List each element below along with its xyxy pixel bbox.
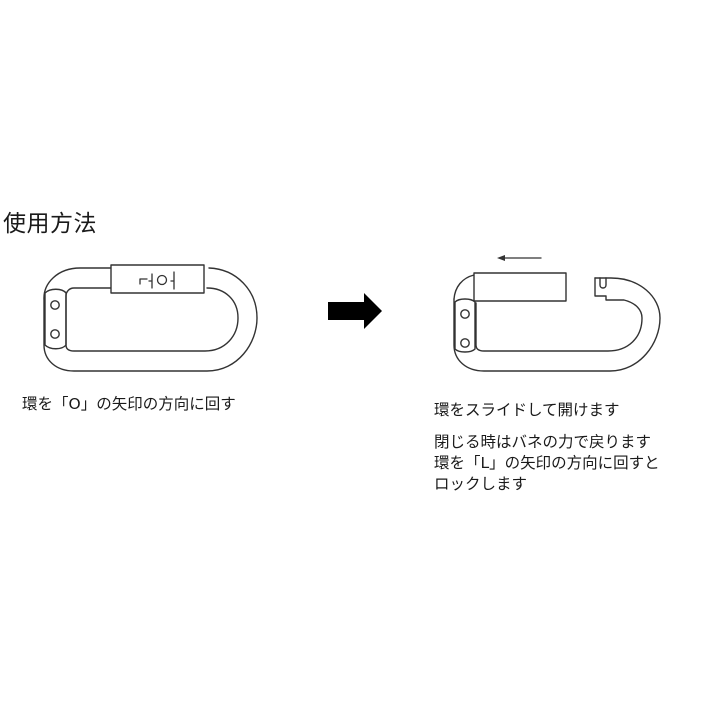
gate-notch-slot bbox=[599, 277, 607, 289]
carabiner-outer-outline bbox=[43, 267, 258, 372]
sleeve-markings bbox=[139, 271, 175, 290]
hinge-plate bbox=[454, 298, 476, 353]
section-heading: 使用方法 bbox=[3, 211, 97, 237]
gate-notch bbox=[475, 277, 643, 352]
step2-close-line: 環を「L」の矢印の方向に回すと bbox=[434, 454, 660, 472]
rivet-icon bbox=[460, 309, 470, 319]
step2-close-caption: 閉じる時はバネの力で戻ります 環を「L」の矢印の方向に回すと ロックします bbox=[434, 432, 660, 495]
locking-sleeve-slid bbox=[473, 272, 567, 302]
left-arrow-icon bbox=[497, 255, 542, 261]
step1-caption: 環を「O」の矢印の方向に回す bbox=[22, 395, 236, 413]
right-arrow-icon bbox=[328, 293, 382, 329]
rivet-icon bbox=[50, 300, 60, 310]
carabiner-closed-illustration bbox=[43, 264, 258, 372]
carabiner-open-illustration bbox=[453, 255, 661, 372]
step2-close-line: 閉じる時はバネの力で戻ります bbox=[434, 433, 652, 451]
rivet-icon bbox=[460, 338, 470, 348]
carabiner-outer-outline bbox=[453, 277, 661, 372]
carabiner-inner-outline bbox=[65, 287, 239, 352]
carabiner-top-left-arc bbox=[453, 274, 475, 300]
step2-close-line: ロックします bbox=[434, 475, 528, 493]
hinge-plate bbox=[44, 288, 67, 350]
step2-open-caption: 環をスライドして開けます bbox=[434, 401, 620, 419]
rivet-icon bbox=[50, 329, 60, 339]
